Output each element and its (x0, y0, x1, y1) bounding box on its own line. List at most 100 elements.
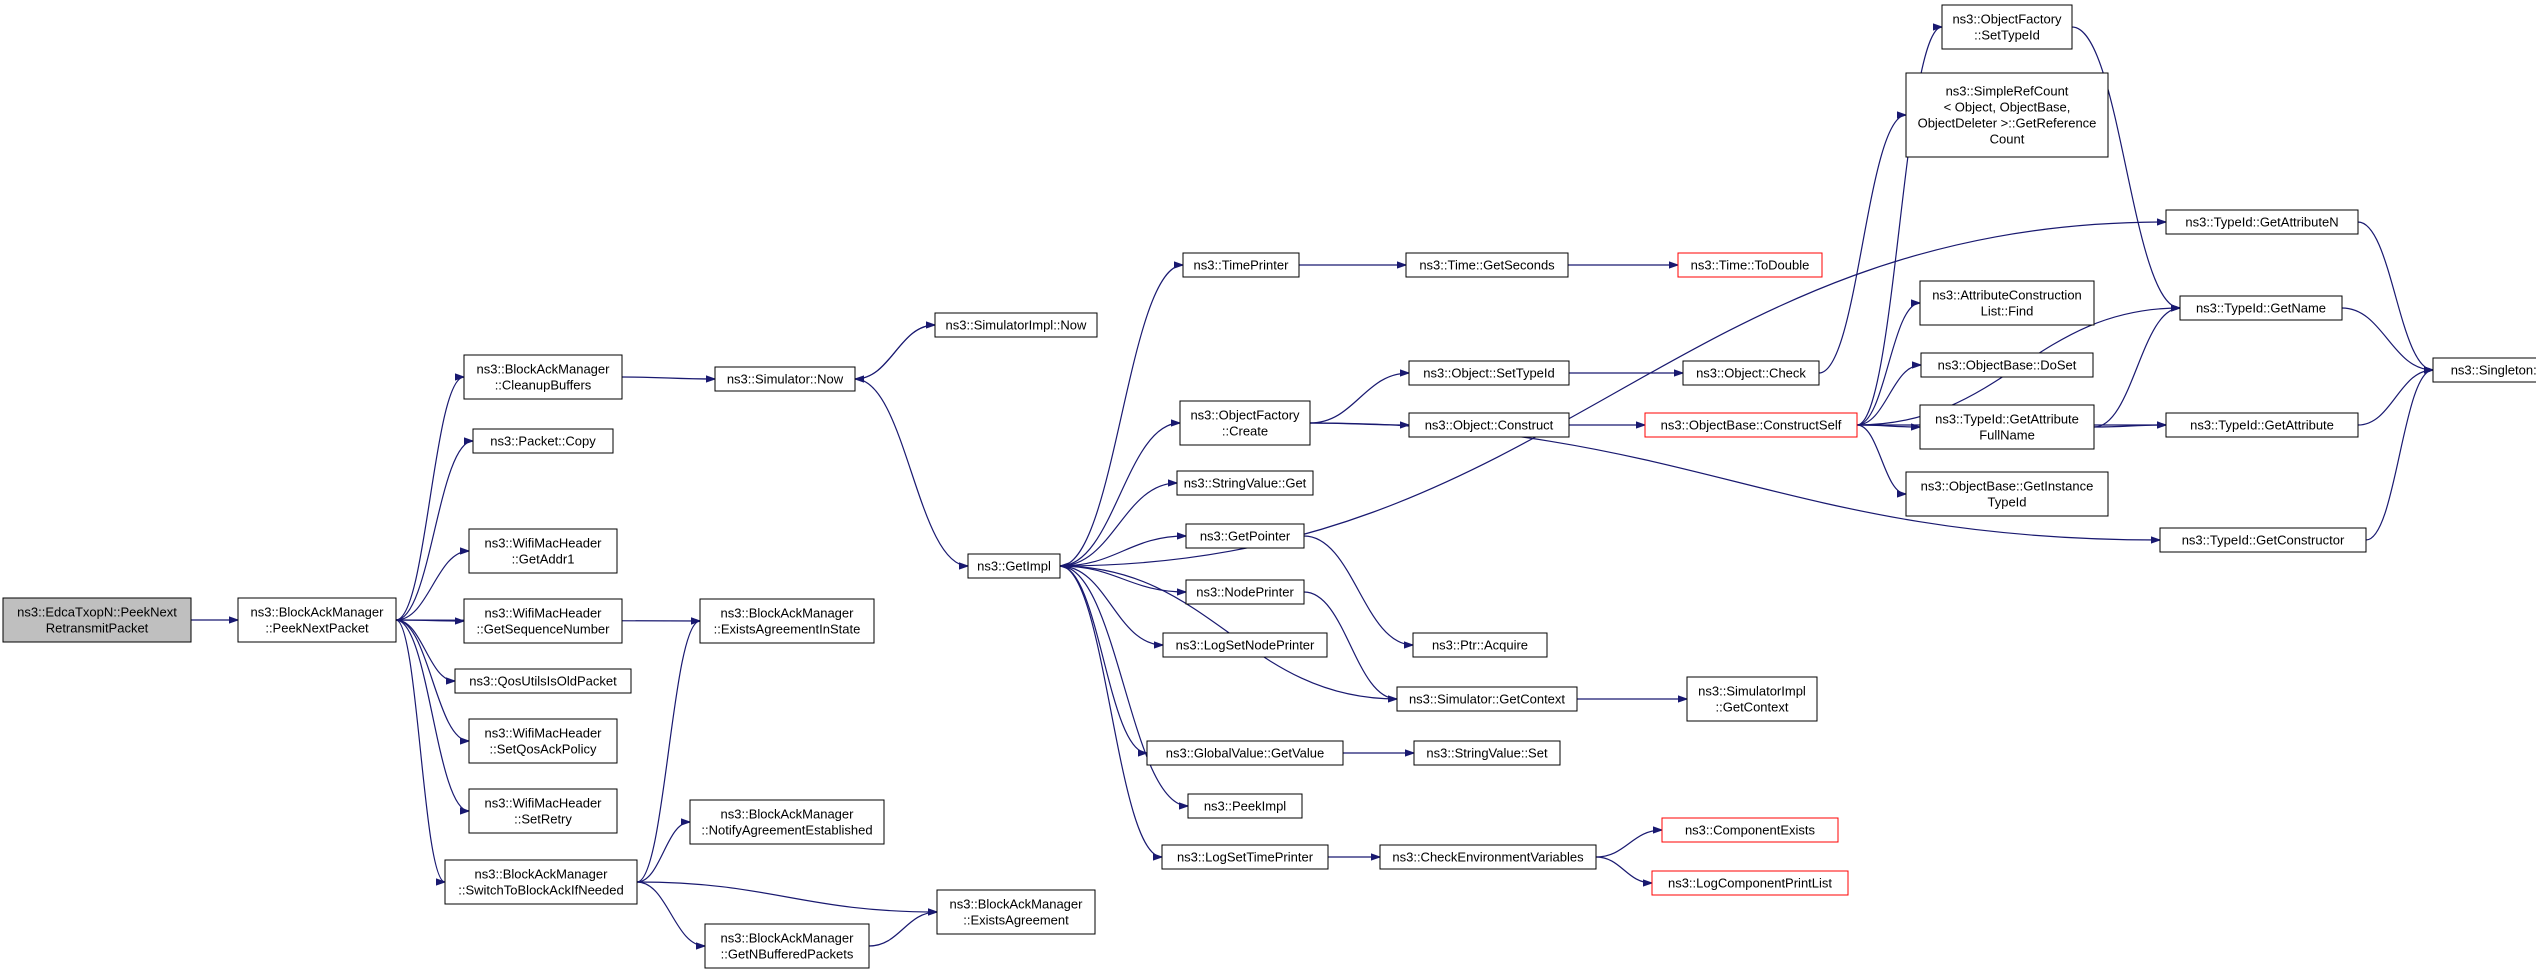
node-box[interactable] (1661, 817, 1839, 843)
node-box[interactable] (1920, 352, 2094, 378)
node-box[interactable] (1187, 793, 1303, 819)
node-objbase_cs[interactable]: ns3::ObjectBase::ConstructSelf (1644, 412, 1858, 438)
node-getpointer[interactable]: ns3::GetPointer (1185, 523, 1305, 549)
node-box[interactable] (1182, 252, 1300, 278)
node-box[interactable] (704, 923, 870, 969)
node-box[interactable] (1146, 740, 1344, 766)
node-wmh_seq[interactable]: ns3::WifiMacHeader::GetSequenceNumber (463, 598, 623, 644)
node-checkenv[interactable]: ns3::CheckEnvironmentVariables (1379, 844, 1597, 870)
node-nodeprinter[interactable]: ns3::NodePrinter (1185, 579, 1305, 605)
node-box[interactable] (1185, 523, 1305, 549)
node-strval_set[interactable]: ns3::StringValue::Set (1413, 740, 1561, 766)
node-box[interactable] (936, 889, 1096, 935)
node-globval_get[interactable]: ns3::GlobalValue::GetValue (1146, 740, 1344, 766)
node-obj_check[interactable]: ns3::Object::Check (1682, 360, 1820, 386)
node-box[interactable] (1919, 404, 2095, 450)
node-box[interactable] (463, 354, 623, 400)
node-logcomplist[interactable]: ns3::LogComponentPrintList (1651, 870, 1849, 896)
node-sim_getctx[interactable]: ns3::Simulator::GetContext (1396, 686, 1578, 712)
node-box[interactable] (454, 668, 632, 694)
node-bam_peek[interactable]: ns3::BlockAckManager::PeekNextPacket (237, 597, 397, 643)
node-box[interactable] (2, 597, 192, 643)
node-time_getsec[interactable]: ns3::Time::GetSeconds (1405, 252, 1569, 278)
node-box[interactable] (1176, 470, 1314, 496)
node-wmh_addr1[interactable]: ns3::WifiMacHeader::GetAddr1 (468, 528, 618, 574)
node-box[interactable] (468, 528, 618, 574)
node-bam_nbuf[interactable]: ns3::BlockAckManager::GetNBufferedPacket… (704, 923, 870, 969)
node-tid_getattr[interactable]: ns3::TypeId::GetAttribute (2165, 412, 2359, 438)
node-ptr_acquire[interactable]: ns3::Ptr::Acquire (1412, 632, 1548, 658)
node-objfac_settid[interactable]: ns3::ObjectFactory::SetTypeId (1941, 4, 2073, 50)
node-box[interactable] (1682, 360, 1820, 386)
node-tid_getctor[interactable]: ns3::TypeId::GetConstructor (2159, 527, 2367, 553)
node-strval_get[interactable]: ns3::StringValue::Get (1176, 470, 1314, 496)
node-box[interactable] (1185, 579, 1305, 605)
node-tid_getname[interactable]: ns3::TypeId::GetName (2179, 295, 2343, 321)
node-box[interactable] (1408, 412, 1570, 438)
node-box[interactable] (1905, 72, 2109, 158)
node-box[interactable] (1644, 412, 1858, 438)
node-bam_exists_state[interactable]: ns3::BlockAckManager::ExistsAgreementInS… (699, 598, 875, 644)
node-time_todouble[interactable]: ns3::Time::ToDouble (1677, 252, 1823, 278)
node-box[interactable] (1405, 252, 1569, 278)
node-box[interactable] (472, 428, 614, 454)
node-timeprinter[interactable]: ns3::TimePrinter (1182, 252, 1300, 278)
node-box[interactable] (1379, 844, 1597, 870)
node-box[interactable] (468, 718, 618, 764)
node-simimpl_getctx[interactable]: ns3::SimulatorImpl::GetContext (1686, 676, 1818, 722)
node-box[interactable] (699, 598, 875, 644)
node-box[interactable] (444, 859, 638, 905)
node-objbase_doset[interactable]: ns3::ObjectBase::DoSet (1920, 352, 2094, 378)
node-box[interactable] (1919, 280, 2095, 326)
node-box[interactable] (468, 788, 618, 834)
node-compexists[interactable]: ns3::ComponentExists (1661, 817, 1839, 843)
node-obj_construct[interactable]: ns3::Object::Construct (1408, 412, 1570, 438)
node-box[interactable] (1941, 4, 2073, 50)
node-box[interactable] (1408, 360, 1570, 386)
node-box[interactable] (1651, 870, 1849, 896)
node-box[interactable] (1162, 632, 1328, 658)
node-wmh_qos[interactable]: ns3::WifiMacHeader::SetQosAckPolicy (468, 718, 618, 764)
node-box[interactable] (237, 597, 397, 643)
node-peekimpl[interactable]: ns3::PeekImpl (1187, 793, 1303, 819)
node-box[interactable] (934, 312, 1098, 338)
node-simplerefcount[interactable]: ns3::SimpleRefCount< Object, ObjectBase,… (1905, 72, 2109, 158)
node-tid_getattrn[interactable]: ns3::TypeId::GetAttributeN (2165, 209, 2359, 235)
node-singleton_get[interactable]: ns3::Singleton::Get (2432, 357, 2536, 383)
node-logsetnode[interactable]: ns3::LogSetNodePrinter (1162, 632, 1328, 658)
node-simimpl_now[interactable]: ns3::SimulatorImpl::Now (934, 312, 1098, 338)
node-qos_old[interactable]: ns3::QosUtilsIsOldPacket (454, 668, 632, 694)
node-box[interactable] (1905, 471, 2109, 517)
node-getimpl[interactable]: ns3::GetImpl (967, 553, 1061, 579)
node-box[interactable] (967, 553, 1061, 579)
node-box[interactable] (2432, 357, 2536, 383)
node-pkt_copy[interactable]: ns3::Packet::Copy (472, 428, 614, 454)
node-logsettime[interactable]: ns3::LogSetTimePrinter (1161, 844, 1329, 870)
node-box[interactable] (1396, 686, 1578, 712)
node-bam_notify[interactable]: ns3::BlockAckManager::NotifyAgreementEst… (689, 799, 885, 845)
node-bam_switch[interactable]: ns3::BlockAckManager::SwitchToBlockAckIf… (444, 859, 638, 905)
node-objfac_create[interactable]: ns3::ObjectFactory::Create (1179, 400, 1311, 446)
node-box[interactable] (463, 598, 623, 644)
node-box[interactable] (2165, 412, 2359, 438)
node-box[interactable] (1161, 844, 1329, 870)
node-box[interactable] (1412, 632, 1548, 658)
node-obj_settypeid[interactable]: ns3::Object::SetTypeId (1408, 360, 1570, 386)
node-box[interactable] (1686, 676, 1818, 722)
node-sim_now[interactable]: ns3::Simulator::Now (714, 366, 856, 392)
node-box[interactable] (714, 366, 856, 392)
node-box[interactable] (2179, 295, 2343, 321)
node-box[interactable] (2165, 209, 2359, 235)
node-box[interactable] (689, 799, 885, 845)
node-bam_exists[interactable]: ns3::BlockAckManager::ExistsAgreement (936, 889, 1096, 935)
node-box[interactable] (1677, 252, 1823, 278)
node-bam_cleanup[interactable]: ns3::BlockAckManager::CleanupBuffers (463, 354, 623, 400)
node-box[interactable] (1413, 740, 1561, 766)
node-box[interactable] (1179, 400, 1311, 446)
node-box[interactable] (2159, 527, 2367, 553)
node-wmh_retry[interactable]: ns3::WifiMacHeader::SetRetry (468, 788, 618, 834)
